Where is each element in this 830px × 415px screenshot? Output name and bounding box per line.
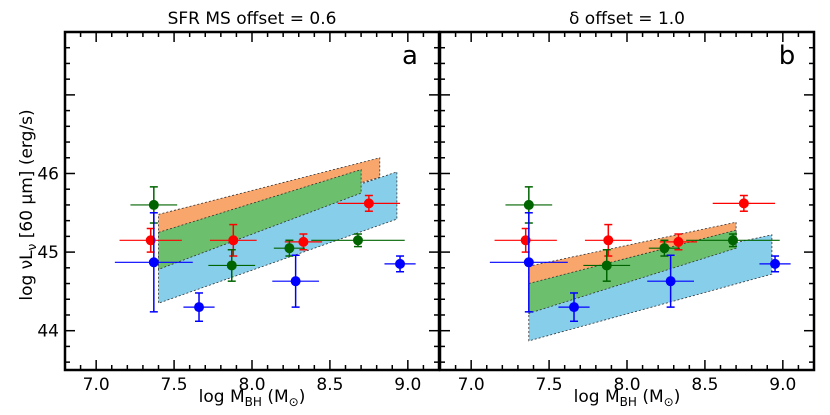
panel-b-title: δ offset = 1.0: [569, 9, 685, 29]
point-red-3: [363, 198, 374, 209]
y-tick-label: 45: [37, 243, 59, 263]
x-tick-label: 8.5: [691, 375, 718, 395]
panel-a-letter: a: [402, 41, 418, 71]
panel-b-xlabel: log MBH (M⊙): [574, 387, 681, 409]
band-green_band: [158, 169, 362, 270]
panel-a-ylabel: log νLν [60 μm] (erg/s): [17, 109, 39, 300]
plot-frame: [438, 30, 816, 372]
panel-a-plot: 7.0 7.5 8.0 8.5 9.0 44 45 46: [37, 30, 441, 395]
point-green-1: [601, 260, 612, 271]
x-tick-label: 7.0: [83, 375, 110, 395]
point-blue-1: [569, 302, 580, 313]
band-blue_band: [158, 171, 398, 304]
point-blue-0: [523, 257, 534, 268]
x-tick-label: 9.0: [394, 375, 421, 395]
point-green-1: [226, 260, 237, 271]
point-red-1: [228, 235, 239, 246]
x-tick-label: 9.0: [769, 375, 796, 395]
panel-a: SFR MS offset = 0.6 7.0 7.5 8.0 8.5 9.0 44 45 4…: [17, 9, 441, 409]
y-tick-label: 46: [37, 164, 59, 184]
point-blue-2: [290, 276, 301, 287]
point-green-0: [148, 199, 159, 210]
band-green_band: [528, 229, 737, 314]
panel-a-xlabel: log MBH (M⊙): [199, 387, 306, 409]
point-blue-3: [770, 258, 781, 269]
panel-a-title: SFR MS offset = 0.6: [168, 9, 337, 29]
x-tick-label: 8.5: [316, 375, 343, 395]
point-green-2: [284, 243, 295, 254]
point-blue-3: [395, 258, 406, 269]
x-tick-label: 7.0: [458, 375, 485, 395]
x-tick-label: 7.5: [161, 375, 188, 395]
panel-b: δ offset = 1.0 7.0 7.5 8.0 8.5 9.0 b log MBH…: [438, 9, 816, 409]
panel-b-plot: 7.0 7.5 8.0 8.5 9.0: [438, 30, 816, 395]
point-green-2: [659, 243, 670, 254]
panel-b-letter: b: [779, 41, 796, 71]
point-red-2: [298, 236, 309, 247]
x-tick-label: 8.0: [238, 375, 265, 395]
point-red-2: [673, 236, 684, 247]
point-green-0: [523, 199, 534, 210]
point-green-3: [727, 235, 738, 246]
y-tick-label: 44: [37, 322, 59, 342]
x-tick-label: 8.0: [613, 375, 640, 395]
x-tick-label: 7.5: [536, 375, 563, 395]
point-blue-1: [194, 302, 205, 313]
point-red-3: [738, 198, 749, 209]
point-red-1: [603, 235, 614, 246]
point-green-3: [352, 235, 363, 246]
point-blue-0: [148, 257, 159, 268]
point-blue-2: [665, 276, 676, 287]
